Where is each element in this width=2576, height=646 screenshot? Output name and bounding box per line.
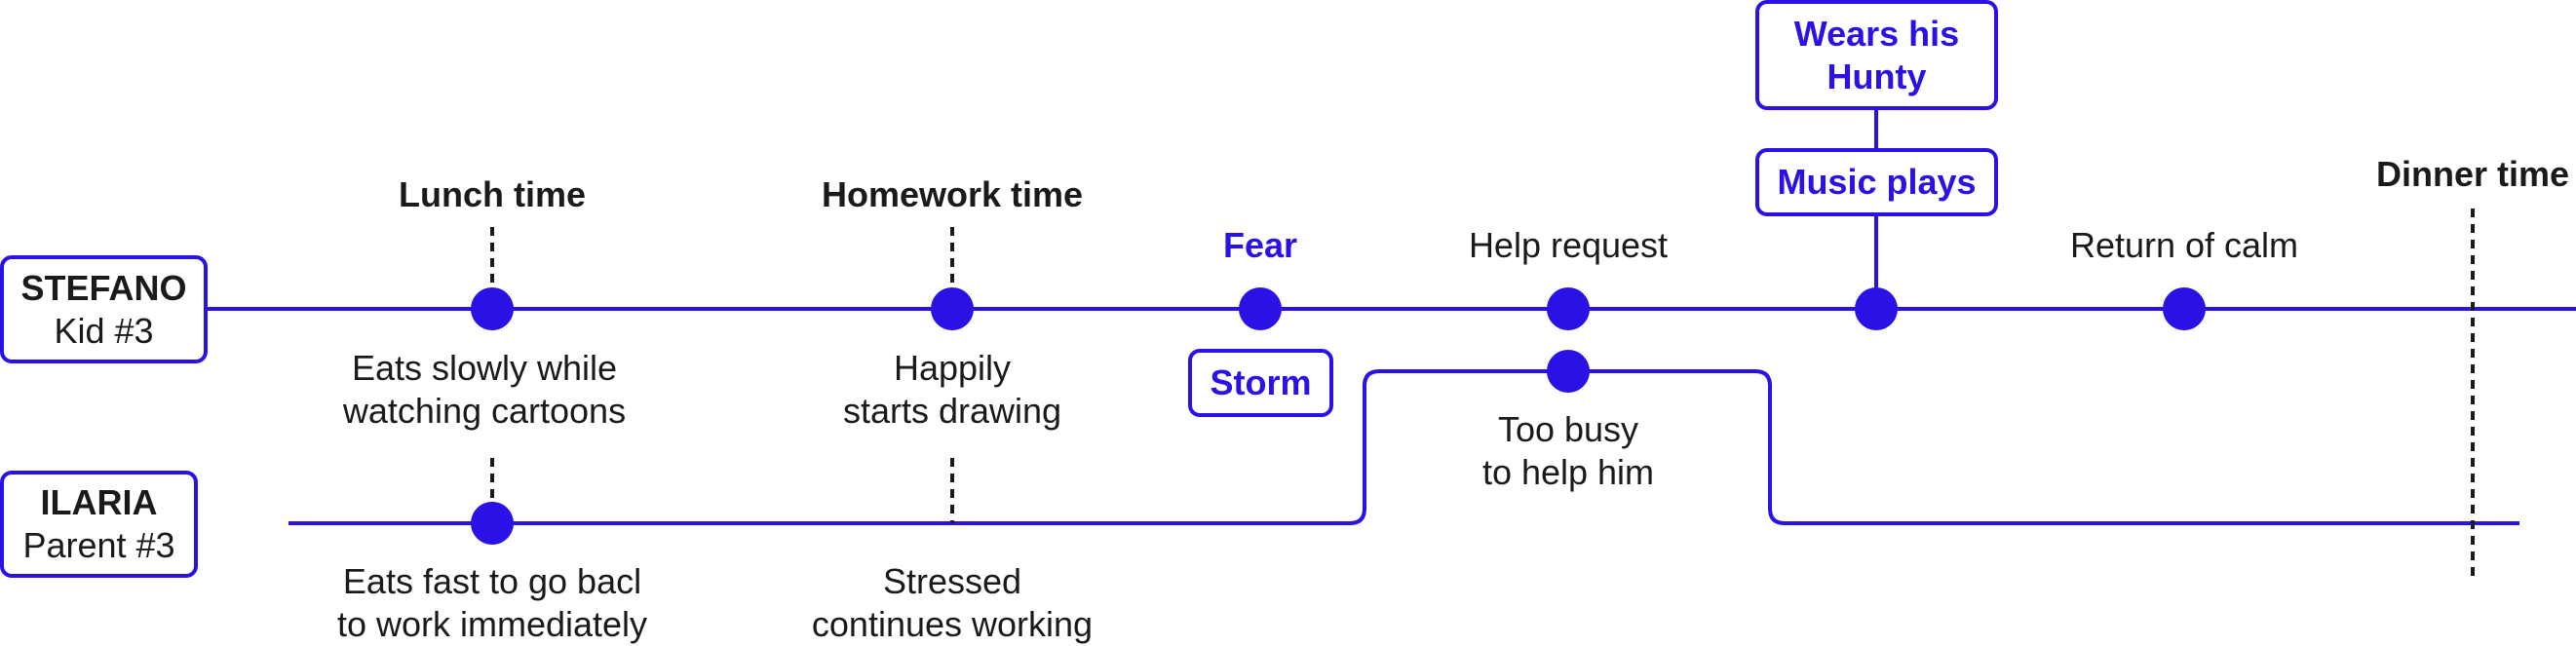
actor-ilaria: ILARIA Parent #3 xyxy=(0,471,198,578)
desc-line: starts drawing xyxy=(842,391,1062,431)
actor-name: STEFANO xyxy=(20,267,187,308)
actor-stefano: STEFANO Kid #3 xyxy=(0,255,208,363)
stefano-lunch-dot xyxy=(471,287,514,330)
event-help-request: Help request xyxy=(1468,225,1669,265)
stefano-lunch-desc: Eats slowly while watching cartoons xyxy=(343,347,626,433)
ilaria-homework-desc: Stressed continues working xyxy=(812,560,1093,646)
event-storm: Storm xyxy=(1188,349,1333,417)
event-music-plays-label: Music plays xyxy=(1777,162,1977,202)
desc-line: watching cartoons xyxy=(342,391,627,431)
desc-line: Happily xyxy=(893,348,1012,388)
ilaria-busy-desc: Too busy to help him xyxy=(1482,408,1654,494)
ilaria-lunch-dot xyxy=(471,502,514,545)
ilaria-lunch-desc: Eats fast to go bacl to work immediately xyxy=(337,560,647,646)
phase-lunch: Lunch time xyxy=(398,174,587,214)
event-music-plays: Music plays xyxy=(1755,148,1998,216)
desc-line: Stressed xyxy=(882,561,1022,601)
event-fear: Fear xyxy=(1222,225,1298,265)
event-storm-label: Storm xyxy=(1210,362,1312,402)
phase-homework: Homework time xyxy=(821,174,1084,214)
stefano-homework-dot xyxy=(931,287,974,330)
phase-dinner: Dinner time xyxy=(2375,154,2570,194)
event-wears-hunty: Wears his Hunty xyxy=(1755,0,1998,110)
desc-line: Too busy xyxy=(1497,409,1639,449)
stefano-help-dot xyxy=(1547,287,1590,330)
stefano-fear-dot xyxy=(1239,287,1282,330)
ilaria-busy-dot xyxy=(1547,350,1590,393)
event-return-of-calm: Return of calm xyxy=(2069,225,2299,265)
desc-line: to work immediately xyxy=(336,604,648,644)
desc-line: Eats slowly while xyxy=(351,348,618,388)
actor-name: ILARIA xyxy=(40,482,158,522)
desc-line: continues working xyxy=(811,604,1094,644)
stefano-music-dot xyxy=(1855,287,1898,330)
desc-line: to help him xyxy=(1481,452,1655,492)
actor-role: Kid #3 xyxy=(54,310,154,351)
event-wears-hunty-label: Wears his Hunty xyxy=(1793,13,1960,96)
desc-line: Eats fast to go bacl xyxy=(342,561,642,601)
stefano-calm-dot xyxy=(2163,287,2206,330)
stefano-homework-desc: Happily starts drawing xyxy=(843,347,1061,433)
actor-role: Parent #3 xyxy=(22,525,175,565)
